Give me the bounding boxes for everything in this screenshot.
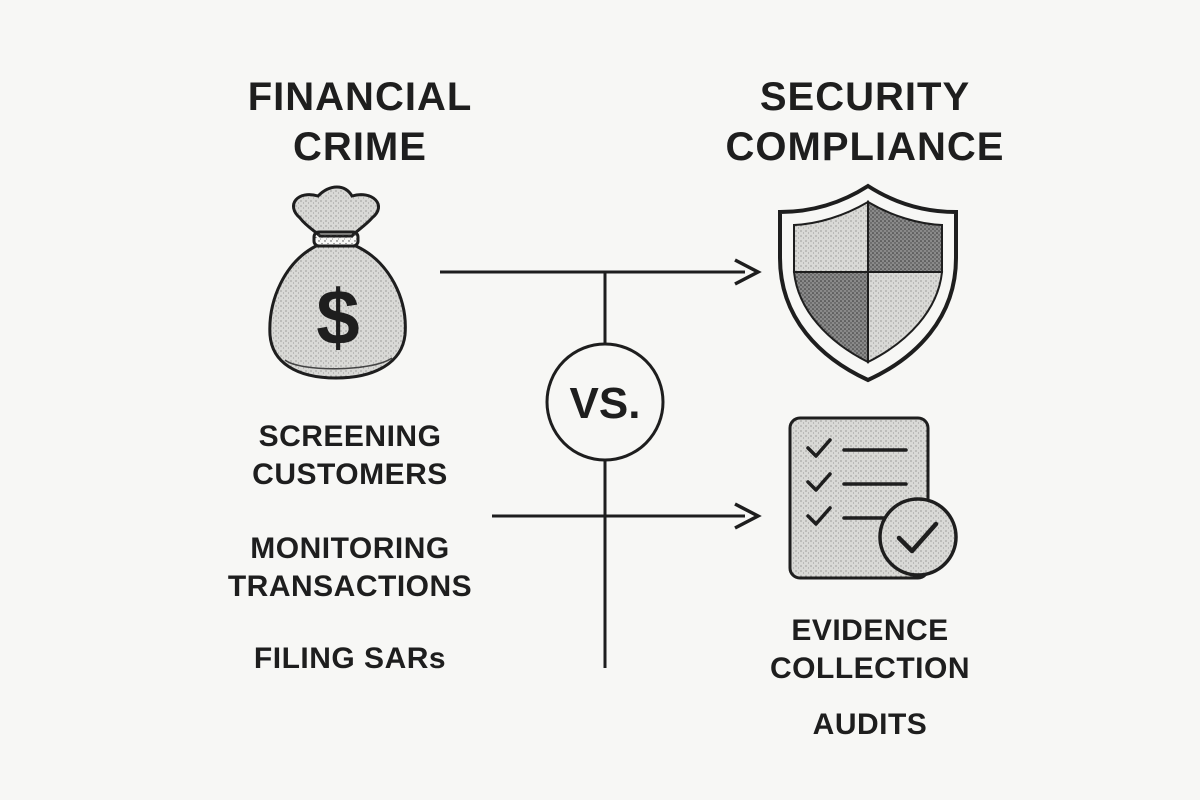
item-line: COLLECTION [770, 652, 970, 685]
heading-line: SECURITY [759, 75, 971, 119]
vs-label: VS. [570, 379, 641, 428]
top-arrowhead-icon [734, 258, 762, 286]
checklist-icon [788, 416, 958, 580]
checkmark-icon [806, 506, 832, 526]
item-line: CUSTOMERS [252, 458, 448, 491]
evidence-collection-label: EVIDENCE COLLECTION [710, 612, 1030, 688]
security-compliance-heading: SECURITY COMPLIANCE [700, 72, 1030, 172]
check-badge-icon [878, 497, 958, 577]
vs-circle [545, 342, 665, 462]
monitoring-transactions-label: MONITORING TRANSACTIONS [190, 530, 510, 606]
connector-lines [440, 270, 745, 668]
item-line: TRANSACTIONS [227, 570, 473, 603]
filing-sars-label: FILING SARs [190, 640, 510, 678]
checkmark-icon [806, 472, 832, 492]
item-line: AUDITS [812, 708, 928, 741]
item-line: MONITORING [250, 532, 450, 565]
audits-label: AUDITS [710, 706, 1030, 744]
item-line: EVIDENCE [791, 614, 949, 647]
bottom-arrowhead-icon [734, 502, 762, 530]
checkmark-icon [806, 438, 832, 458]
financial-crime-heading: FINANCIAL CRIME [210, 72, 510, 172]
heading-line: CRIME [293, 125, 427, 169]
money-bag-icon: $ [268, 185, 407, 380]
shield-icon [778, 183, 958, 383]
item-line: FILING SARs [253, 642, 447, 675]
screening-customers-label: SCREENING CUSTOMERS [190, 418, 510, 494]
item-line: SCREENING [258, 420, 442, 453]
dollar-sign-icon: $ [316, 273, 359, 361]
heading-line: FINANCIAL [247, 75, 473, 119]
heading-line: COMPLIANCE [725, 125, 1005, 169]
